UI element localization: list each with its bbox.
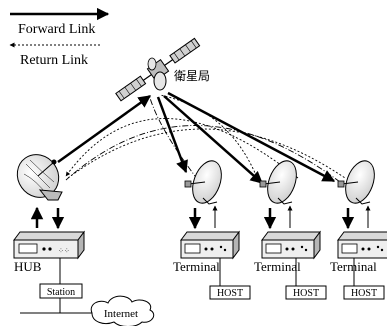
station-box (39, 283, 83, 299)
svg-text:⁘⁘: ⁘⁘ (58, 247, 70, 255)
terminal-dish-icon (184, 160, 222, 205)
host-label: HOST (293, 288, 319, 299)
host-label: HOST (351, 288, 377, 299)
satellite-icon (115, 37, 201, 102)
terminal-modem-icon (180, 230, 240, 260)
terminal-label: Terminal (254, 259, 301, 274)
legend: Forward Link Return Link (9, 7, 110, 68)
terminal-dish-icon (259, 160, 297, 205)
host-label: HOST (217, 288, 243, 299)
forward-link-label: Forward Link (18, 22, 95, 37)
host-box (285, 285, 327, 300)
terminal-label: Terminal (173, 259, 220, 274)
terminal-modem-icon (337, 231, 387, 259)
satellite-station-label: 衛星局 (174, 69, 210, 83)
hub-modem-icon: ⁘⁘ (13, 230, 85, 260)
hub-label: HUB (14, 259, 42, 274)
terminal-modem-icon (261, 230, 321, 260)
host-box (343, 285, 385, 300)
internet-cloud-icon (90, 295, 155, 326)
station-label: Station (47, 287, 75, 298)
host-box (209, 285, 251, 300)
return-link-label: Return Link (20, 53, 88, 68)
forward-links (57, 91, 336, 184)
hub-dish-icon (16, 154, 63, 201)
terminal-dish-icon (337, 160, 375, 205)
internet-label: Internet (104, 308, 138, 320)
